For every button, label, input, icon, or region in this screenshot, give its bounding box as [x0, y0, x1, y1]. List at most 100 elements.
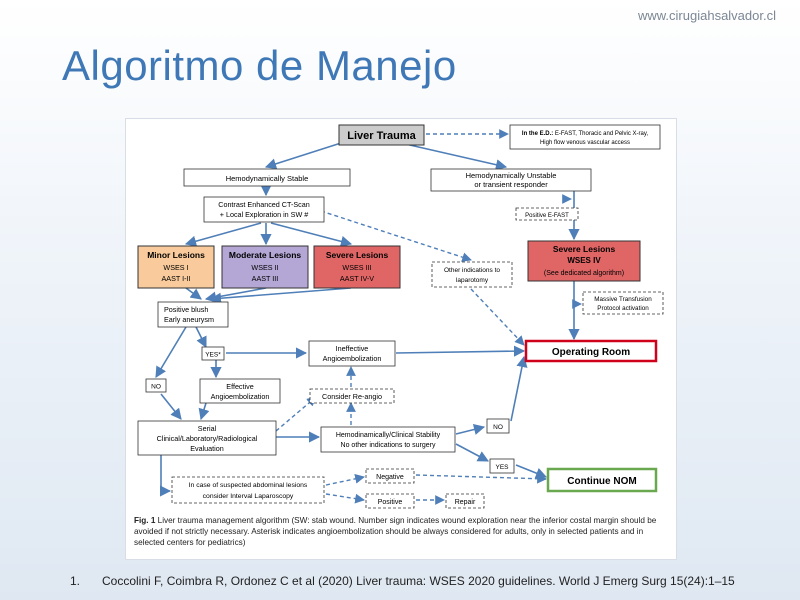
arrow-effective-to-serial — [198, 402, 210, 421]
minor-lesions-title: Minor Lesions — [147, 250, 205, 260]
yes-label: YES — [495, 464, 509, 471]
serial-line2: Clinical/Laboratory/Radiological — [157, 434, 258, 443]
other-indications-line1: Other indications to — [444, 267, 500, 274]
operating-room-label: Operating Room — [552, 347, 630, 358]
positive-efast-label: Positive E-FAST — [525, 213, 569, 219]
site-url: www.cirugiahsalvador.cl — [637, 8, 776, 23]
minor-lesions-line2: AAST I-II — [161, 274, 190, 283]
continue-nom-label: Continue NOM — [567, 476, 636, 487]
reference-text: Coccolini F, Coimbra R, Ordonez C et al … — [102, 574, 735, 588]
arrow-yes-to-nom — [515, 464, 548, 479]
effective-box — [199, 378, 281, 404]
positive-blush-box — [157, 301, 229, 328]
arrow-no-to-serial — [160, 393, 182, 420]
severe-iv-box — [527, 240, 641, 282]
laparoscopy-box — [171, 476, 325, 504]
dashed-arrow-other-to-or — [470, 288, 525, 346]
other-indications-line2: laparotomy — [456, 277, 489, 284]
arrow-ineffective-to-or — [395, 345, 526, 357]
yes-star-label: YES* — [205, 352, 221, 359]
effective-line1: Effective — [226, 382, 253, 391]
algorithm-diagram: Liver Trauma In the E.D.: E-FAST, Thorac… — [137, 124, 664, 509]
arrow-minor-to-blush — [185, 287, 202, 300]
continue-nom-box — [546, 467, 658, 493]
ed-note-bold: In the E.D.: — [522, 131, 553, 137]
stability-line2: No other indications to surgery — [341, 442, 436, 449]
dashed-arrow-serial-to-reangio — [275, 396, 317, 432]
dashed-arrow-lap-to-negative — [325, 474, 365, 486]
severe-lesions-title: Severe Lesions — [326, 250, 389, 260]
dashed-arrow-ct-to-other — [320, 210, 472, 262]
massive-transfusion-line2: Protocol activation — [597, 305, 649, 312]
reference: 1. Coccolini F, Coimbra R, Ordonez C et a… — [70, 574, 735, 588]
negative-box — [365, 468, 415, 484]
yes-box — [489, 458, 515, 474]
arrow-severe-to-blush — [209, 287, 352, 304]
severe-lesions-line1: WSES III — [342, 263, 371, 272]
repair-box — [445, 493, 485, 509]
ineffective-line2: Angioembolization — [323, 354, 382, 363]
hemo-unstable-line2: or transient responder — [474, 180, 548, 189]
arrow-trauma-to-stable — [264, 142, 342, 170]
moderate-lesions-line1: WSES II — [251, 263, 278, 272]
stability-box — [320, 426, 456, 453]
other-indications-box — [431, 261, 513, 288]
effective-line2: Angioembolization — [211, 392, 270, 401]
no-box-right — [486, 418, 510, 434]
arrow-trauma-to-unstable — [400, 142, 508, 171]
arrow-ct-to-minor — [184, 222, 262, 247]
ct-scan-line1: Contrast Enhanced CT-Scan — [218, 200, 310, 209]
hemo-stable-label: Hemodynamically Stable — [226, 174, 309, 183]
ed-note-box — [509, 124, 661, 150]
no-label-left: NO — [151, 384, 161, 391]
serial-line3: Evaluation — [190, 444, 224, 453]
massive-transfusion-box — [582, 291, 664, 315]
severe-iv-line1: WSES IV — [567, 256, 601, 265]
moderate-lesions-title: Moderate Lesions — [229, 250, 302, 260]
ed-note-text: E-FAST, Thoracic and Pelvic X-ray, — [553, 131, 648, 137]
severe-lesions-line2: AAST IV-V — [340, 274, 374, 283]
algorithm-figure: Liver Trauma In the E.D.: E-FAST, Thorac… — [125, 118, 677, 560]
positive-blush-line2: Early aneurysm — [164, 315, 214, 324]
ct-scan-line2: + Local Exploration in SW # — [220, 210, 309, 219]
ed-note-line1: In the E.D.: E-FAST, Thoracic and Pelvic… — [522, 131, 648, 137]
positive-blush-line1: Positive blush — [164, 305, 208, 314]
minor-lesions-box — [137, 245, 215, 289]
reference-number: 1. — [70, 574, 81, 588]
caption-label: Fig. 1 — [134, 516, 156, 525]
no-label-right: NO — [493, 424, 503, 431]
liver-trauma-box — [338, 124, 425, 146]
positive-label: Positive — [378, 499, 403, 506]
caption-text: Liver trauma management algorithm (SW: s… — [134, 516, 657, 547]
liver-trauma-label: Liver Trauma — [347, 130, 416, 142]
serial-evaluation-box — [137, 420, 277, 456]
positive-efast-box — [515, 207, 579, 221]
serial-line1: Serial — [198, 424, 217, 433]
ineffective-box — [308, 340, 396, 367]
laparoscopy-line1: In case of suspected abdominal lesions — [189, 482, 308, 489]
negative-label: Negative — [376, 474, 404, 481]
arrow-stability-to-no — [455, 424, 486, 435]
minor-lesions-line1: WSES I — [163, 263, 188, 272]
ed-note-line2: High flow venous vascular access — [540, 140, 630, 146]
positive-box — [365, 493, 415, 509]
ct-scan-box — [203, 196, 325, 223]
yes-star-box — [201, 346, 225, 361]
figure-caption: Fig. 1 Liver trauma management algorithm… — [134, 515, 668, 548]
hemo-unstable-line1: Hemodynamically Unstable — [466, 171, 557, 180]
arrow-ct-to-severe — [270, 222, 353, 247]
arrow-no-to-or — [510, 355, 528, 422]
arrow-blush-to-no — [155, 326, 187, 378]
severe-lesions-box — [313, 245, 401, 289]
dashed-arrow-negative-to-nom — [415, 473, 547, 484]
dashed-arrow-lap-to-positive — [325, 493, 365, 504]
repair-label: Repair — [455, 499, 476, 506]
hemo-unstable-box — [430, 168, 592, 192]
consider-reangio-box — [309, 388, 395, 404]
moderate-lesions-line2: AAST III — [252, 274, 279, 283]
arrow-stability-to-yes — [455, 443, 489, 462]
consider-reangio-label: Consider Re-angio — [322, 392, 382, 401]
arrow-blush-to-yes — [195, 326, 207, 349]
arrow-serial-to-laparoscopy — [159, 455, 172, 497]
operating-room-box — [524, 339, 658, 363]
